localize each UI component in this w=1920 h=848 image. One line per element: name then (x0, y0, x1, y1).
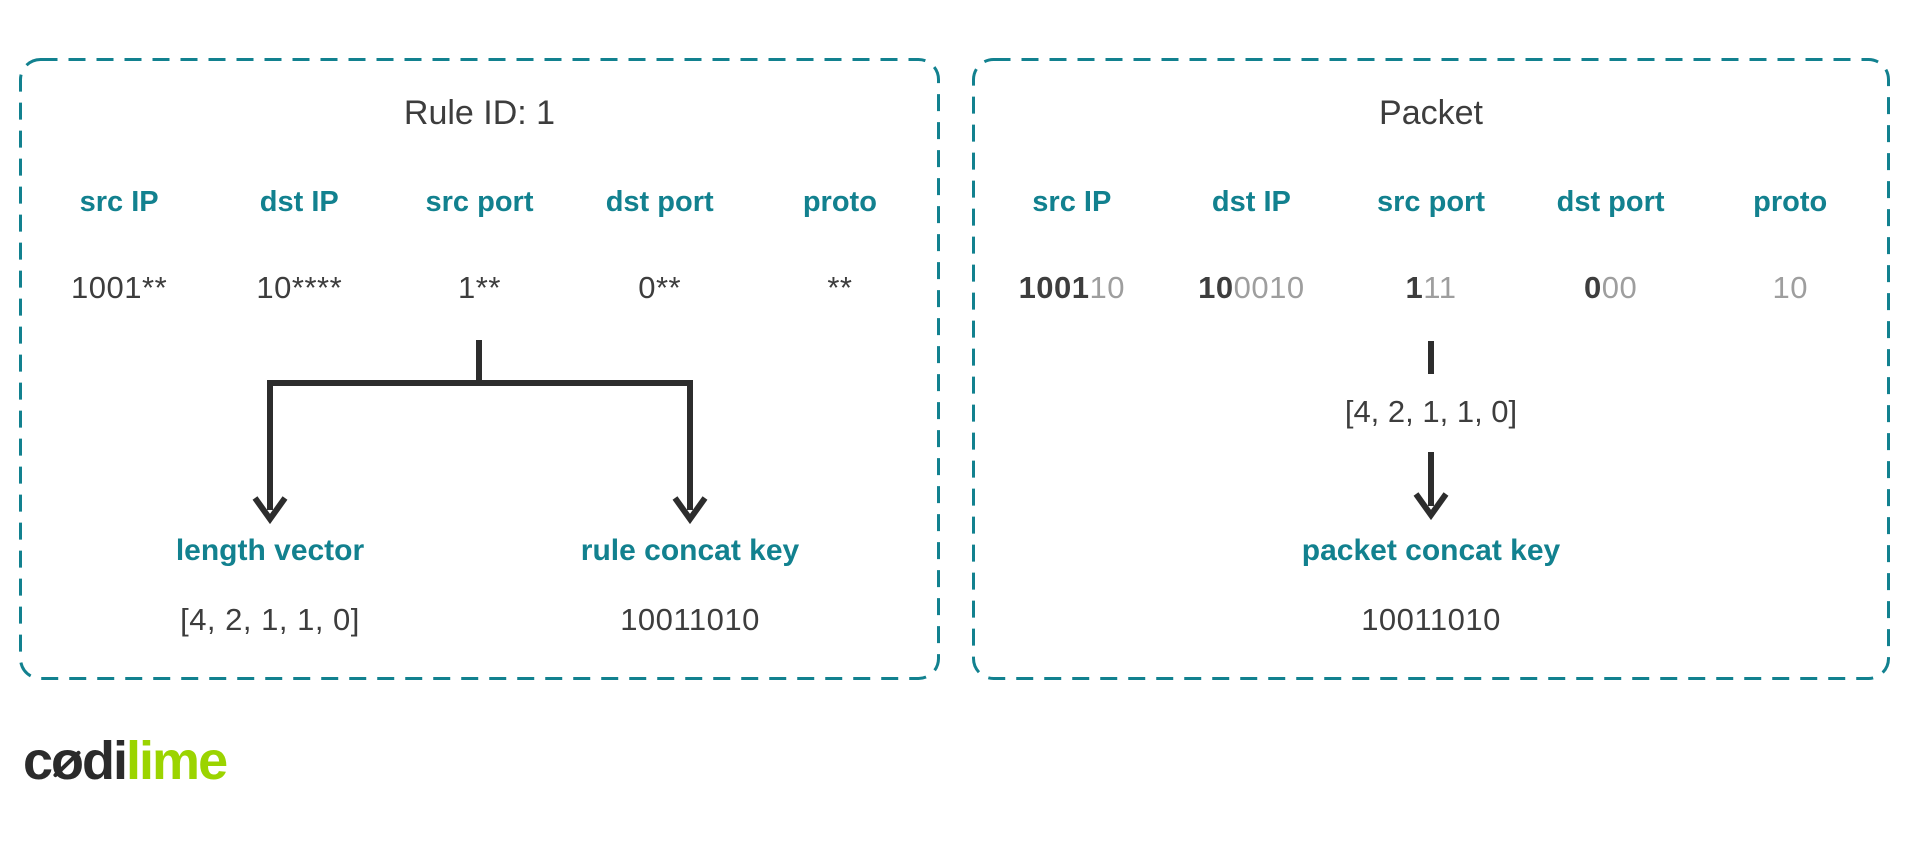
rule-value-proto: ** (827, 270, 853, 305)
packet-value-dst-ip: 100010 (1162, 270, 1342, 306)
packet-src-port-rest-bits: 11 (1423, 270, 1457, 305)
codilime-logo: codilime (23, 730, 228, 792)
logo-slashed-o: o (51, 731, 84, 791)
packet-value-row: 100110 100010 111 000 10 (982, 270, 1880, 306)
rule-value-dst-port: 0** (638, 270, 682, 305)
rule-header-dst-ip: dst IP (259, 186, 339, 218)
rule-concat-key-value: 10011010 (620, 602, 760, 637)
rule-header-row: src IP dst IP src port dst port proto (29, 186, 930, 219)
packet-header-row: src IP dst IP src port dst port proto (982, 186, 1880, 219)
rule-header-dst-port: dst port (605, 186, 714, 218)
packet-box-dashed-border (972, 58, 1890, 680)
packet-concat-key-value: 10011010 (1361, 602, 1501, 637)
length-vector-value: [4, 2, 1, 1, 0] (180, 602, 360, 637)
packet-header-dst-ip: dst IP (1211, 186, 1291, 218)
packet-proto-rest-bits: 10 (1772, 270, 1808, 305)
packet-dst-port-rest-bits: 00 (1601, 270, 1638, 305)
packet-src-port-matched-bits: 1 (1405, 270, 1424, 305)
rule-value-src-port: 1** (458, 270, 501, 305)
packet-header-src-port: src port (1377, 186, 1485, 218)
packet-concat-arrow (1413, 341, 1449, 521)
packet-src-ip-rest-bits: 10 (1089, 270, 1126, 305)
rule-value-src-ip: 1001** (71, 270, 168, 305)
rule-split-arrow (252, 340, 708, 525)
packet-src-ip-matched-bits: 1001 (1018, 270, 1090, 305)
packet-header-src-ip: src IP (1032, 186, 1112, 218)
packet-value-proto: 10 (1700, 270, 1880, 306)
packet-box-title: Packet (1379, 94, 1483, 132)
packet-dst-ip-matched-bits: 10 (1198, 270, 1234, 305)
packet-dst-ip-rest-bits: 0010 (1233, 270, 1305, 305)
packet-header-dst-port: dst port (1556, 186, 1665, 218)
length-vector-label: length vector (175, 534, 365, 567)
packet-value-dst-port: 000 (1521, 270, 1701, 306)
rule-value-dst-ip: 10**** (256, 270, 343, 305)
packet-header-proto: proto (1753, 186, 1828, 218)
logo-text-di: di (82, 731, 128, 791)
rule-concat-key-label: rule concat key (580, 534, 800, 567)
rule-box-dashed-border (19, 58, 940, 680)
logo-text-c: c (23, 731, 53, 791)
packet-length-vector-value: [4, 2, 1, 1, 0] (1344, 394, 1518, 429)
packet-dst-port-matched-bits: 0 (1583, 270, 1602, 305)
rule-value-row: 1001** 10**** 1** 0** ** (29, 270, 930, 306)
rule-box-title: Rule ID: 1 (403, 94, 556, 132)
rule-header-proto: proto (802, 186, 877, 218)
packet-box: Packet src IP dst IP src port dst port p… (972, 58, 1890, 680)
rule-header-src-port: src port (425, 186, 534, 218)
rule-box: Rule ID: 1 src IP dst IP src port dst po… (19, 58, 940, 680)
packet-value-src-ip: 100110 (982, 270, 1162, 306)
packet-value-src-port: 111 (1341, 270, 1521, 306)
packet-concat-key-label: packet concat key (1301, 534, 1561, 567)
logo-text-lime: lime (126, 731, 228, 791)
rule-header-src-ip: src IP (79, 186, 159, 218)
